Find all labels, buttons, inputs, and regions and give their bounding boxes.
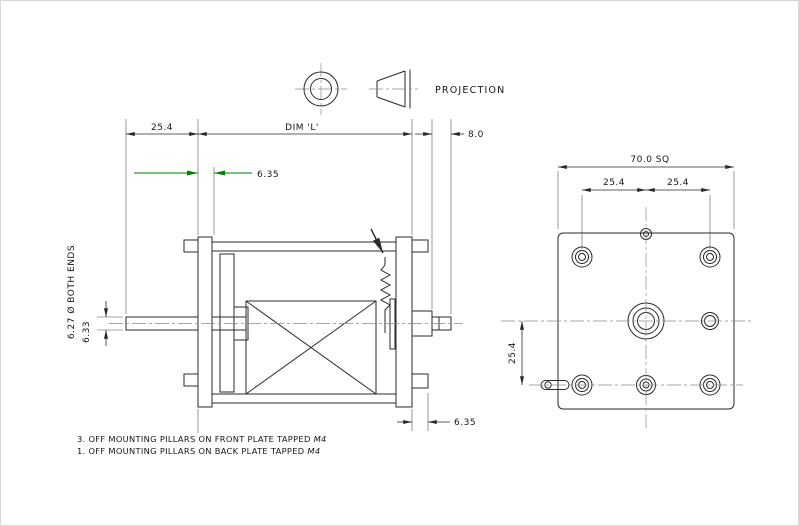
side-view-extension-lines <box>97 119 452 433</box>
dim-square-label: 70.0 SQ <box>630 155 669 165</box>
dim-pillar-protrusion-label: 6.35 <box>454 418 476 428</box>
dim-shaft-length-label: 8.0 <box>468 130 484 140</box>
back-plate <box>395 236 413 408</box>
front-plate <box>197 236 213 408</box>
leader-arrow <box>370 228 384 254</box>
dim-left-offset-label: 25.4 <box>151 123 173 133</box>
projection-label: PROJECTION <box>435 85 505 96</box>
back-pillar-top <box>411 239 429 253</box>
side-view-dimensions: 25.4 DIM 'L' 8.0 6.35 6.27 Ø BOTH ENDS 6… <box>66 123 484 428</box>
dim-shaft-diameter-min-label: 6.27 Ø BOTH ENDS <box>66 245 77 339</box>
motor-body <box>245 300 377 395</box>
projection-symbol: PROJECTION <box>295 63 505 115</box>
gear-plate <box>219 253 235 393</box>
note-back-pillars: 1. OFF MOUNTING PILLARS ON BACK PLATE TA… <box>77 446 320 456</box>
projection-circle-icon <box>303 71 339 107</box>
dim-plate-thickness-label: 6.35 <box>257 170 279 180</box>
dim-hole-spacing-left-label: 25.4 <box>603 178 625 188</box>
dim-shaft-diameter-max-label: 6.33 <box>82 321 92 343</box>
corner-hole-top-left <box>571 246 593 268</box>
spring-detail <box>379 257 392 333</box>
spacer-washer <box>389 298 396 350</box>
front-pillar-bottom <box>183 373 199 387</box>
motor-body-cross <box>245 300 377 395</box>
tie-rod-bottom <box>211 393 397 404</box>
dim-hole-spacing-vertical-label: 25.4 <box>508 342 518 364</box>
drawing-notes: 3. OFF MOUNTING PILLARS ON FRONT PLATE T… <box>77 434 327 456</box>
note-front-pillars: 3. OFF MOUNTING PILLARS ON FRONT PLATE T… <box>77 434 327 444</box>
side-view <box>109 228 463 408</box>
dim-hole-spacing-right-label: 25.4 <box>667 178 689 188</box>
corner-hole-top-right <box>699 246 721 268</box>
tie-rod-top <box>211 241 397 252</box>
front-view: 70.0 SQ 25.4 25.4 25.4 <box>501 155 751 428</box>
projection-cone-icon <box>369 69 418 109</box>
dim-length-label: DIM 'L' <box>285 123 319 133</box>
front-pillar-top <box>183 239 199 253</box>
back-pillar-bottom <box>411 373 429 389</box>
